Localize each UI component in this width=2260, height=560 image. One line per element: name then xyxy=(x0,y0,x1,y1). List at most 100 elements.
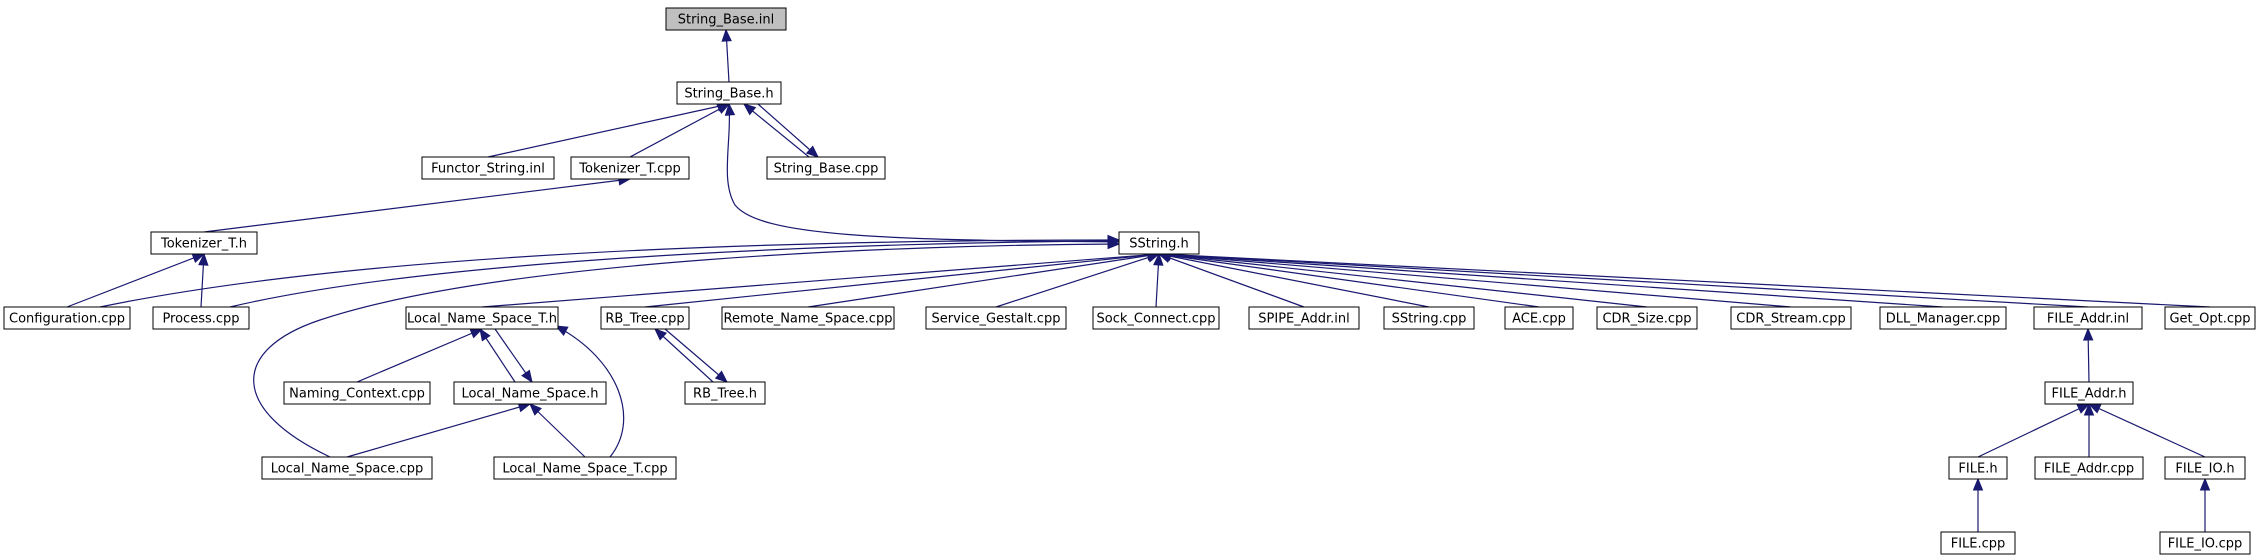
node-label: FILE.cpp xyxy=(1951,537,2006,552)
node-file-h[interactable]: FILE.h xyxy=(1948,456,2008,480)
node-sock-connect-cpp[interactable]: Sock_Connect.cpp xyxy=(1092,306,1220,330)
node-label: Local_Name_Space_T.cpp xyxy=(502,462,667,477)
edge-line xyxy=(203,178,631,233)
edge-local_name_space_t_cpp-to-local_name_space_t_h xyxy=(554,325,625,458)
node-local-name-space-h[interactable]: Local_Name_Space.h xyxy=(453,381,607,405)
edge-functor_string_inl-to-string_base_h xyxy=(487,101,731,158)
node-service-gestalt-cpp[interactable]: Service_Gestalt.cpp xyxy=(925,306,1067,330)
node-box[interactable] xyxy=(2164,306,2256,330)
node-dll-manager-cpp[interactable]: DLL_Manager.cpp xyxy=(1879,306,2007,330)
node-box[interactable] xyxy=(2164,456,2246,480)
node-string-base-cpp[interactable]: String_Base.cpp xyxy=(766,156,886,180)
node-box[interactable] xyxy=(261,456,433,480)
node-box[interactable] xyxy=(283,381,431,405)
node-local-name-space-cpp[interactable]: Local_Name_Space.cpp xyxy=(261,456,433,480)
node-cdr-stream-cpp[interactable]: CDR_Stream.cpp xyxy=(1730,306,1852,330)
edge-line xyxy=(1158,253,1540,308)
node-tokenizer-t-h[interactable]: Tokenizer_T.h xyxy=(150,231,258,255)
node-string-base-inl[interactable]: String_Base.inl xyxy=(665,7,787,31)
node-box[interactable] xyxy=(2159,531,2251,555)
arrow-head-icon xyxy=(479,327,491,342)
node-process-cpp[interactable]: Process.cpp xyxy=(152,306,250,330)
edge-line xyxy=(529,403,586,458)
node-box[interactable] xyxy=(1948,456,2008,480)
node-local-name-space-t-cpp[interactable]: Local_Name_Space_T.cpp xyxy=(493,456,677,480)
node-box[interactable] xyxy=(1940,531,2016,555)
arrow-head-icon xyxy=(742,103,757,116)
node-spipe-addr-inl[interactable]: SPIPE_Addr.inl xyxy=(1248,306,1360,330)
node-file-cpp[interactable]: FILE.cpp xyxy=(1940,531,2016,555)
node-file-io-h[interactable]: FILE_IO.h xyxy=(2164,456,2246,480)
node-box[interactable] xyxy=(421,156,555,180)
node-box[interactable] xyxy=(405,306,559,330)
node-rb-tree-h[interactable]: RB_Tree.h xyxy=(684,381,766,405)
node-box[interactable] xyxy=(676,81,782,105)
node-box[interactable] xyxy=(570,156,690,180)
arrow-head-icon xyxy=(805,145,819,158)
node-label: ACE.cpp xyxy=(1512,312,1566,327)
node-ace-cpp[interactable]: ACE.cpp xyxy=(1504,306,1574,330)
edge-file_cpp-to-file_h xyxy=(1972,477,1984,532)
edge-line xyxy=(726,103,1120,243)
edge-line xyxy=(66,253,205,308)
node-label: Local_Name_Space.cpp xyxy=(271,462,423,477)
node-box[interactable] xyxy=(2034,456,2144,480)
node-sstring-h[interactable]: SString.h xyxy=(1118,231,1200,255)
node-cdr-size-cpp[interactable]: CDR_Size.cpp xyxy=(1596,306,1698,330)
node-box[interactable] xyxy=(453,381,607,405)
node-label: Local_Name_Space.h xyxy=(461,387,598,402)
node-box[interactable] xyxy=(665,7,787,31)
node-box[interactable] xyxy=(766,156,886,180)
edge-line xyxy=(1977,403,2090,458)
node-box[interactable] xyxy=(1730,306,1852,330)
node-label: FILE_Addr.inl xyxy=(2047,312,2129,327)
arrow-head-icon xyxy=(714,370,729,383)
node-file-io-cpp[interactable]: FILE_IO.cpp xyxy=(2159,531,2251,555)
edge-line xyxy=(664,328,728,383)
node-tokenizer-t-cpp[interactable]: Tokenizer_T.cpp xyxy=(570,156,690,180)
node-local-name-space-t-h[interactable]: Local_Name_Space_T.h xyxy=(405,306,559,330)
node-box[interactable] xyxy=(150,231,258,255)
node-remote-name-space-cpp[interactable]: Remote_Name_Space.cpp xyxy=(721,306,895,330)
node-get-opt-cpp[interactable]: Get_Opt.cpp xyxy=(2164,306,2256,330)
node-configuration-cpp[interactable]: Configuration.cpp xyxy=(3,306,131,330)
node-file-addr-h[interactable]: FILE_Addr.h xyxy=(2044,381,2134,405)
edge-ace_cpp-to-sstring_h xyxy=(1157,250,1540,308)
node-file-addr-cpp[interactable]: FILE_Addr.cpp xyxy=(2034,456,2144,480)
edge-string_base_cpp-to-string_base_h xyxy=(742,103,810,158)
node-label: CDR_Size.cpp xyxy=(1602,312,1691,327)
node-box[interactable] xyxy=(1248,306,1360,330)
edge-file_addr_cpp-to-file_addr_h xyxy=(2083,402,2095,457)
node-file-addr-inl[interactable]: FILE_Addr.inl xyxy=(2033,306,2143,330)
node-string-base-h[interactable]: String_Base.h xyxy=(676,81,782,105)
node-label: FILE_Addr.cpp xyxy=(2044,462,2134,477)
node-sstring-cpp[interactable]: SString.cpp xyxy=(1383,306,1475,330)
arrow-head-icon xyxy=(721,28,732,42)
node-box[interactable] xyxy=(493,456,677,480)
node-box[interactable] xyxy=(1596,306,1698,330)
node-rb-tree-cpp[interactable]: RB_Tree.cpp xyxy=(600,306,690,330)
node-box[interactable] xyxy=(925,306,1067,330)
node-box[interactable] xyxy=(152,306,250,330)
node-box[interactable] xyxy=(721,306,895,330)
edge-line xyxy=(1158,253,1944,308)
edge-string_base_h-to-string_base_inl xyxy=(721,28,732,83)
node-box[interactable] xyxy=(1118,231,1200,255)
edge-local_name_space_cpp-to-sstring_h xyxy=(253,238,1121,458)
node-box[interactable] xyxy=(2044,381,2134,405)
node-naming-context-cpp[interactable]: Naming_Context.cpp xyxy=(283,381,431,405)
edge-sstring_h-to-string_base_h xyxy=(724,102,1120,243)
node-box[interactable] xyxy=(2033,306,2143,330)
node-functor-string-inl[interactable]: Functor_String.inl xyxy=(421,156,555,180)
node-box[interactable] xyxy=(1092,306,1220,330)
edge-line xyxy=(487,103,730,158)
node-box[interactable] xyxy=(684,381,766,405)
node-box[interactable] xyxy=(1879,306,2007,330)
node-box[interactable] xyxy=(600,306,690,330)
node-box[interactable] xyxy=(1383,306,1475,330)
edge-local_name_space_cpp-to-local_name_space_h xyxy=(346,402,532,458)
node-box[interactable] xyxy=(3,306,131,330)
edge-service_gestalt_cpp-to-sstring_h xyxy=(995,252,1161,308)
node-box[interactable] xyxy=(1504,306,1574,330)
node-label: Process.cpp xyxy=(162,312,239,327)
